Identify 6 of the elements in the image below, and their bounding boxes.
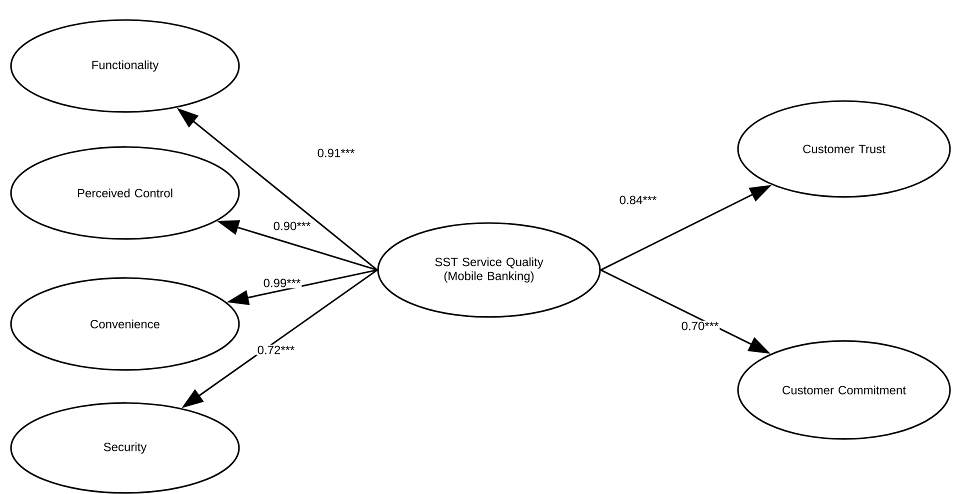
edge-label: 0.72*** — [256, 344, 296, 356]
edge-label: 0.99*** — [262, 278, 302, 288]
edge-label: 0.91*** — [316, 148, 356, 158]
edge-label: 0.90*** — [272, 220, 312, 232]
edge-label: 0.84*** — [618, 194, 658, 206]
edge-label: 0.70*** — [680, 320, 720, 332]
